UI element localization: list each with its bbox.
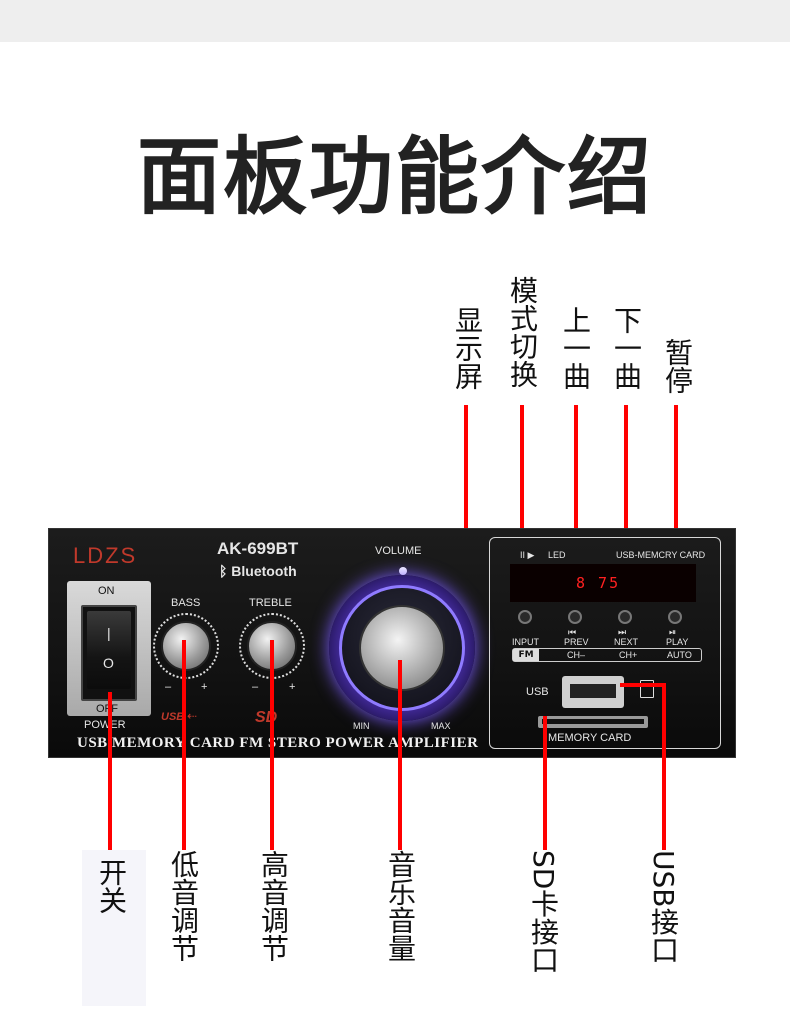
label-mode: 模式切换 xyxy=(506,276,539,388)
bluetooth-text: Bluetooth xyxy=(231,563,297,579)
switch-off-label: OFF xyxy=(96,703,118,715)
prev-label: PREV xyxy=(564,637,589,647)
usb-icon: ⇠ xyxy=(187,709,198,723)
usb-port[interactable] xyxy=(562,676,624,708)
pointer-sd xyxy=(543,716,547,850)
play-icon: ⏯ xyxy=(669,627,677,637)
input-label: INPUT xyxy=(512,637,539,647)
play-label: PLAY xyxy=(666,637,689,647)
label-bass: 低音调节 xyxy=(167,850,200,962)
volume-min-label: MIN xyxy=(353,721,370,731)
rocker-mark-o: O xyxy=(103,655,114,671)
display-top-left: II ▶ xyxy=(520,550,535,560)
label-power: 开关 xyxy=(95,858,128,914)
rocker-mark-i: | xyxy=(107,625,111,641)
label-prev: 上一曲 xyxy=(559,306,592,390)
sd-card-icon xyxy=(640,680,654,698)
prev-icon: ⏮ xyxy=(568,627,577,637)
control-panel: II ▶ LED USB-MEMCRY CARD 8 75 ⏮ ⏭ ⏯ INPU… xyxy=(489,537,721,749)
volume-knob[interactable] xyxy=(359,605,445,691)
next-icon: ⏭ xyxy=(618,627,627,637)
bass-dial-ring xyxy=(153,613,219,679)
ch-minus-label: CH– xyxy=(567,650,586,660)
auto-label: AUTO xyxy=(667,650,692,660)
bass-plus: + xyxy=(201,681,208,693)
fm-mode-label: FM xyxy=(513,649,539,661)
sd-card-slot[interactable] xyxy=(538,716,648,728)
panel-footer-text: USB MEMORY CARD FM STERO POWER AMPLIFIER xyxy=(77,735,479,751)
label-power-bg xyxy=(82,850,146,1006)
brand-logo: LDZS xyxy=(73,543,138,568)
input-button[interactable] xyxy=(518,610,532,624)
bass-minus: – xyxy=(165,681,172,693)
memory-card-label: MEMORY CARD xyxy=(548,732,632,744)
pointer-usb-h xyxy=(620,683,666,687)
play-button[interactable] xyxy=(668,610,682,624)
label-usb: USB接口 xyxy=(647,850,680,964)
rocker[interactable]: | O xyxy=(87,611,131,689)
power-switch[interactable]: ON | O OFF xyxy=(67,581,151,716)
page-title: 面板功能介绍 xyxy=(136,128,653,226)
pointer-volume xyxy=(398,660,402,850)
model-label: AK-699BT xyxy=(217,539,299,558)
top-bar xyxy=(0,0,790,42)
treble-plus: + xyxy=(289,681,296,693)
label-display: 显示屏 xyxy=(451,306,484,390)
next-label: NEXT xyxy=(614,637,639,647)
display-top-right: USB-MEMCRY CARD xyxy=(616,550,706,560)
mode-bar: FM CH– CH+ AUTO xyxy=(512,648,702,662)
pointer-mode xyxy=(520,405,524,605)
label-pause: 暂停 xyxy=(661,338,694,394)
volume-label: VOLUME xyxy=(375,545,422,557)
pointer-power xyxy=(108,692,112,850)
bluetooth-icon: ᛒ xyxy=(219,563,228,579)
pointer-usb-v xyxy=(662,683,666,850)
led-display: 8 75 xyxy=(510,564,696,602)
volume-max-label: MAX xyxy=(431,721,451,731)
power-label: POWER xyxy=(84,719,126,731)
pointer-next xyxy=(624,405,628,605)
pointer-pause xyxy=(674,405,678,605)
usb-logo: USB xyxy=(161,711,185,723)
ch-plus-label: CH+ xyxy=(619,650,638,660)
prev-button[interactable] xyxy=(568,610,582,624)
treble-label: TREBLE xyxy=(249,597,292,609)
switch-on-label: ON xyxy=(98,585,115,597)
bass-label: BASS xyxy=(171,597,201,609)
next-button[interactable] xyxy=(618,610,632,624)
label-volume: 音乐音量 xyxy=(384,850,417,962)
amplifier-panel: LDZS AK-699BT ᛒ Bluetooth ON | O OFF POW… xyxy=(48,528,736,758)
pointer-prev xyxy=(574,405,578,605)
label-next: 下一曲 xyxy=(610,306,643,390)
bass-knob[interactable] xyxy=(161,621,211,671)
pointer-bass xyxy=(182,640,186,850)
usb-port-label: USB xyxy=(526,686,549,698)
label-sd: SD卡接口 xyxy=(527,850,560,974)
volume-indicator-led xyxy=(399,567,407,575)
label-treble: 高音调节 xyxy=(257,850,290,962)
treble-minus: – xyxy=(252,681,259,693)
pointer-treble xyxy=(270,640,274,850)
pointer-display-v xyxy=(464,405,468,575)
bluetooth-label: ᛒ Bluetooth xyxy=(219,563,297,579)
display-digits: 8 75 xyxy=(576,574,621,592)
display-top-led: LED xyxy=(548,550,566,560)
switch-housing: | O xyxy=(81,605,137,701)
